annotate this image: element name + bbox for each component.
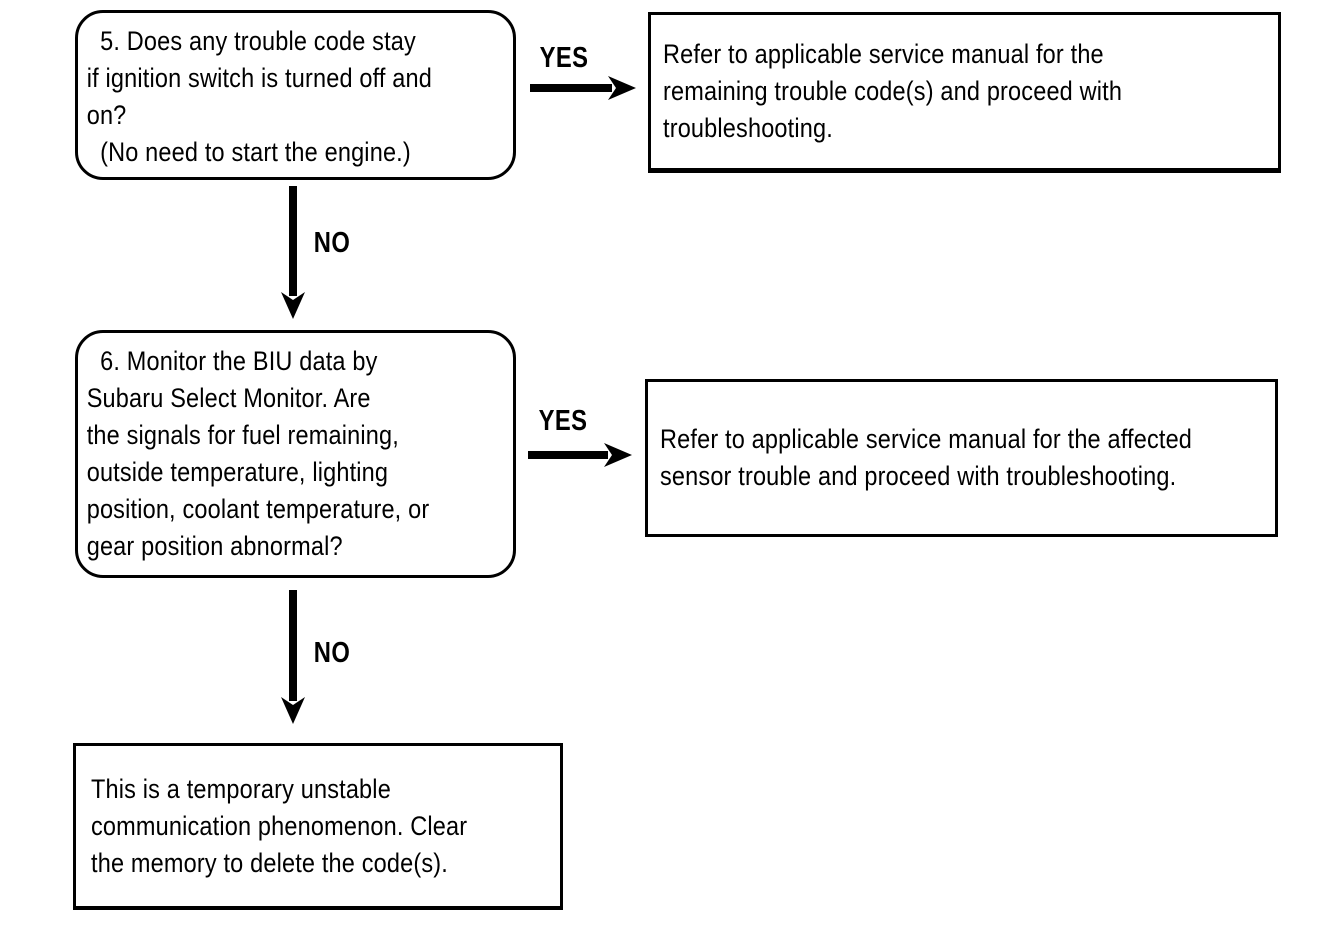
flow-node-step5-question: 5. Does any trouble code stay if ignitio… [75, 10, 516, 180]
flow-node-step6-yes-result: Refer to applicable service manual for t… [645, 379, 1278, 537]
no-arrow-down-icon [281, 590, 305, 724]
no-label-step6: NO [313, 637, 351, 669]
no-arrow-down-icon [281, 186, 305, 319]
yes-arrow-right-icon [528, 443, 632, 467]
flow-node-step6-yes-result-text: Refer to applicable service manual for t… [660, 424, 1193, 491]
flow-node-final-result-text: This is a temporary unstable communicati… [91, 773, 468, 878]
yes-label-step5: YES [539, 42, 589, 74]
yes-arrow-right-icon [530, 76, 636, 100]
yes-label-step6: YES [538, 405, 588, 437]
flow-node-step6-question: 6. Monitor the BIU data by Subaru Select… [75, 330, 516, 578]
flow-node-final-result: This is a temporary unstable communicati… [73, 743, 563, 910]
flow-node-step5-text: 5. Does any trouble code stay if ignitio… [86, 26, 433, 167]
no-label-step5: NO [313, 227, 351, 259]
flow-node-step5-yes-result-text: Refer to applicable service manual for t… [663, 39, 1123, 143]
flow-node-step5-yes-result: Refer to applicable service manual for t… [648, 12, 1281, 173]
flow-node-step6-text: 6. Monitor the BIU data by Subaru Select… [86, 346, 430, 561]
